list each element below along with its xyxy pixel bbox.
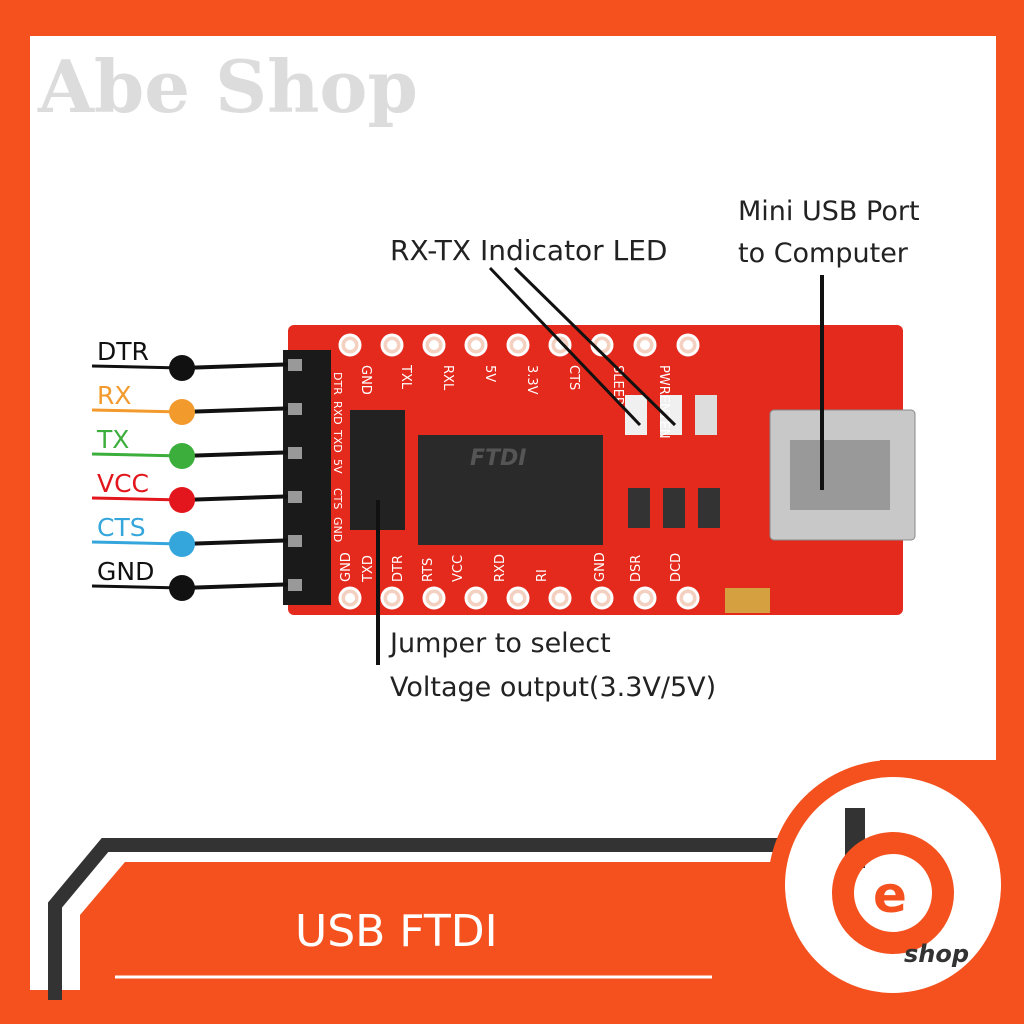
pin-hole-center <box>471 593 481 603</box>
board-bottom-label: DTR <box>391 555 406 582</box>
pin-hole-center <box>597 593 607 603</box>
board-bottom-label: RI <box>535 569 550 582</box>
board-top-label: 3.3V <box>524 365 539 395</box>
board-bottom-label: RXD <box>493 554 508 582</box>
pin-hole-center <box>429 340 439 350</box>
pin-hole-center <box>555 593 565 603</box>
header-pin <box>288 491 302 503</box>
led-pointer-line <box>513 266 677 427</box>
pin-label-cts: CTS <box>97 513 146 542</box>
led-annotation: RX-TX Indicator LED <box>390 234 667 267</box>
usb-annotation-line2: to Computer <box>738 238 909 269</box>
pin-underline <box>91 408 183 414</box>
pin-hole-center <box>345 340 355 350</box>
header-pin <box>288 447 302 459</box>
header-pin <box>288 403 302 415</box>
watermark-text: Abe Shop <box>37 44 418 129</box>
pin-hole-center <box>387 593 397 603</box>
pin-underline <box>91 496 183 502</box>
header-pin <box>288 359 302 371</box>
pin-label-vcc: VCC <box>97 469 149 498</box>
pin-wire <box>181 538 301 546</box>
ftdi-chip <box>418 435 603 545</box>
jumper-annotation-line2: Voltage output(3.3V/5V) <box>390 672 716 703</box>
ftdi-board: FTDI GND TXL RXL 5V 3.3V CTS SLEEP PWRENTEN GND T… <box>283 325 916 615</box>
pin-label-gnd: GND <box>97 557 154 586</box>
pin-hole-center <box>429 593 439 603</box>
pin-hole-center <box>387 340 397 350</box>
pin-dot <box>169 575 195 601</box>
pin-label-tx: TX <box>96 425 129 454</box>
title-banner: USB FTDI <box>30 838 996 1024</box>
pin-wire <box>181 494 301 502</box>
pin-hole-center <box>640 340 650 350</box>
pin-dot <box>169 399 195 425</box>
resistor <box>663 488 685 528</box>
pin-dot <box>169 531 195 557</box>
pin-label-rx: RX <box>97 381 132 410</box>
board-side-label: 5V <box>331 459 344 474</box>
pin-header <box>283 350 331 605</box>
pin-hole-center <box>471 340 481 350</box>
pin-underline <box>91 584 183 590</box>
pin-wire <box>181 362 301 370</box>
usb-opening <box>790 440 890 510</box>
board-side-label: TXD <box>331 429 344 453</box>
header-pin <box>288 579 302 591</box>
pin-wire <box>181 450 301 458</box>
pin-label-dtr: DTR <box>97 337 149 366</box>
pin-underline <box>91 540 183 546</box>
pin-hole-center <box>640 593 650 603</box>
board-bottom-label: VCC <box>451 555 466 582</box>
resistor <box>628 488 650 528</box>
power-led <box>695 395 717 435</box>
board-bottom-label: DCD <box>669 553 684 582</box>
board-top-label: 5V <box>482 365 497 382</box>
led-rx <box>625 395 647 435</box>
pin-dot <box>169 443 195 469</box>
jumper-annotation-line1: Jumper to select <box>388 628 611 659</box>
board-side-label: GND <box>331 517 344 542</box>
header-pin <box>288 535 302 547</box>
board-bottom-label: RTS <box>421 558 436 582</box>
board-bottom-label: GND <box>339 552 354 582</box>
board-top-label: GND <box>358 365 373 395</box>
usb-annotation-line1: Mini USB Port <box>738 196 920 227</box>
banner-title: USB FTDI <box>295 906 498 957</box>
pin-hole-center <box>597 340 607 350</box>
abe-shop-logo: e shop <box>768 760 1024 1024</box>
banner-background <box>80 862 830 1000</box>
chip-label: FTDI <box>470 446 526 471</box>
resistor <box>698 488 720 528</box>
pin-wire <box>181 406 301 414</box>
board-bottom-label: DSR <box>629 555 644 582</box>
board-side-label: CTS <box>331 488 344 509</box>
capacitor <box>725 588 770 613</box>
logo-text: shop <box>904 940 969 968</box>
board-side-label: RXD <box>331 401 344 425</box>
board-bottom-label: TXD <box>361 555 376 583</box>
pin-hole-center <box>683 593 693 603</box>
pin-hole-center <box>513 593 523 603</box>
board-top-label: PWRENTEN <box>656 365 671 439</box>
pin-hole-center <box>345 593 355 603</box>
led-tx <box>660 395 682 435</box>
board-bottom-label: GND <box>593 552 608 582</box>
pin-dot <box>169 487 195 513</box>
pin-dot <box>169 355 195 381</box>
pin-wire <box>181 582 301 590</box>
pin-hole-center <box>513 340 523 350</box>
board-top-label: CTS <box>566 365 581 390</box>
board-side-label: DTR <box>331 372 344 395</box>
logo-ring <box>832 832 954 954</box>
pin-underline <box>91 452 183 458</box>
logo-letter: e <box>873 866 907 924</box>
board-top-label: TXL <box>398 364 413 390</box>
board-top-label: RXL <box>440 365 455 391</box>
led-pointer-line <box>488 266 642 427</box>
pin-hole-center <box>683 340 693 350</box>
banner-outline <box>48 838 790 1000</box>
board-top-label: SLEEP <box>610 365 625 405</box>
pin-underline <box>91 364 183 370</box>
